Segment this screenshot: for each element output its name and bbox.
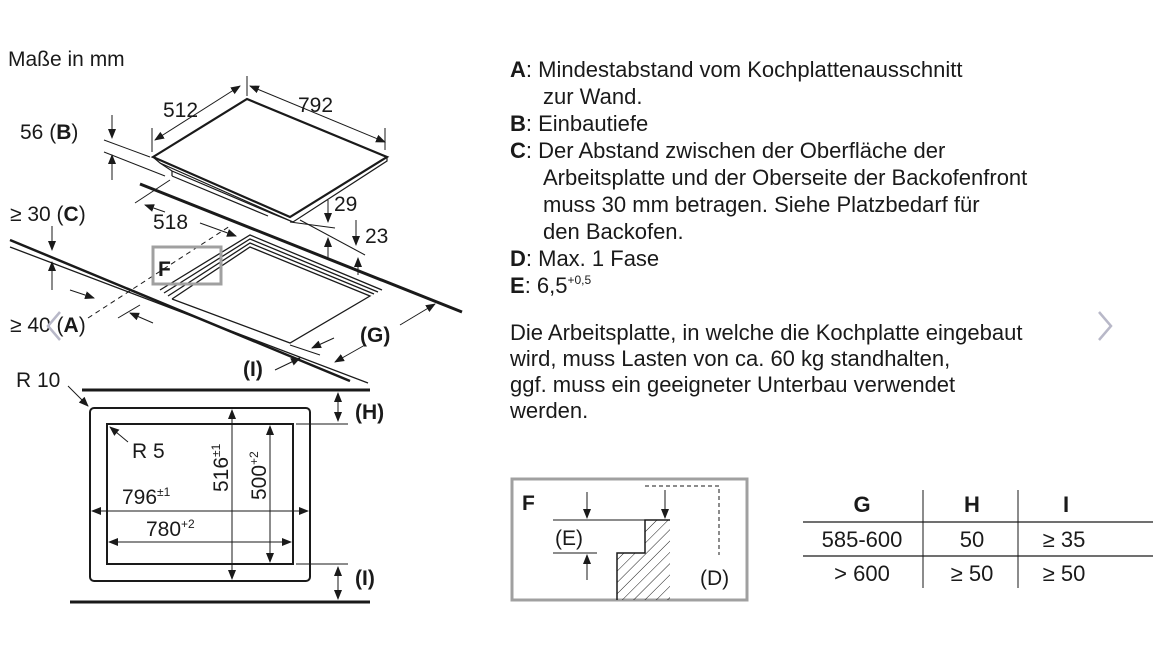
legend-c-cont: Arbeitsplatte und der Oberseite der Back… [543, 165, 1027, 190]
isometric-hob-drawing [9, 76, 463, 384]
height-500: 500+2 [247, 451, 271, 500]
plan-cutout-drawing [67, 385, 370, 604]
table-cell: ≥ 50 [951, 561, 994, 586]
chevron-left-icon [46, 311, 61, 341]
next-image-button[interactable] [1093, 308, 1117, 344]
table-header-h: H [964, 492, 980, 517]
detail-f-marker [151, 245, 223, 286]
dim-i-plan: (I) [355, 567, 375, 590]
legend-a: A: Mindestabstand vom Kochplattenausschn… [510, 57, 962, 82]
legend-e: E: 6,5+0,5 [510, 273, 592, 298]
detail-f-title: F [522, 492, 535, 515]
dim-56-b: 56 (B) [20, 121, 78, 144]
dim-30-c: ≥ 30 (C) [10, 203, 86, 226]
dim-i: (I) [243, 358, 263, 381]
note-line: ggf. muss ein geeigneter Unterbau verwen… [510, 372, 955, 397]
table-cell: 50 [960, 527, 984, 552]
countertop-back-edge [139, 182, 463, 314]
detail-f: F (E) (D) [510, 477, 749, 602]
detail-e-label: (E) [555, 527, 583, 550]
width-796: 796±1 [122, 485, 171, 509]
radius-10: R 10 [16, 369, 60, 392]
table-cell: > 600 [834, 561, 890, 586]
dim-792: 792 [298, 94, 333, 117]
isometric-labels: 512 792 56 (B) ≥ 30 (C) 518 29 23 ≥ 40 (… [10, 94, 390, 381]
dim-h: (H) [355, 401, 384, 424]
legend-d: D: Max. 1 Fase [510, 246, 659, 271]
dim-40-a: ≥ 40 (A) [10, 314, 86, 337]
legend-c-cont: den Backofen. [543, 219, 684, 244]
dim-g: (G) [360, 324, 390, 347]
clearance-table: G H I 585-600 50 ≥ 35 > 600 ≥ 50 ≥ 50 [803, 490, 1153, 588]
dim-518: 518 [153, 211, 188, 234]
note-line: Die Arbeitsplatte, in welche die Kochpla… [510, 320, 1022, 345]
detail-d-label: (D) [700, 567, 729, 590]
legend-b: B: Einbautiefe [510, 111, 648, 136]
countertop-front-edge [9, 238, 351, 383]
table-cell: 585-600 [822, 527, 903, 552]
detail-f-label: F [158, 258, 171, 281]
dim-29: 29 [334, 193, 357, 216]
units-title: Maße in mm [8, 48, 125, 71]
table-cell: ≥ 35 [1043, 527, 1086, 552]
legend-c: C: Der Abstand zwischen der Oberfläche d… [510, 138, 945, 163]
legend-c-cont: muss 30 mm betragen. Siehe Platzbedarf f… [543, 192, 980, 217]
height-516: 516±1 [209, 443, 233, 492]
dim-23: 23 [365, 225, 388, 248]
dim-512: 512 [163, 99, 198, 122]
cutout [159, 234, 383, 344]
legend-a-cont: zur Wand. [543, 84, 642, 109]
table-cell: ≥ 50 [1043, 561, 1086, 586]
plan-labels: R 10 R 5 796±1 780+2 516±1 500+2 (H) (I) [16, 369, 384, 590]
note-line: werden. [509, 398, 588, 423]
table-header-i: I [1063, 492, 1069, 517]
note-line: wird, muss Lasten von ca. 60 kg standhal… [509, 346, 950, 371]
radius-5: R 5 [132, 440, 165, 463]
previous-image-button[interactable] [42, 308, 66, 344]
chevron-right-icon [1098, 311, 1113, 341]
legend: A: Mindestabstand vom Kochplattenausschn… [509, 57, 1027, 423]
table-header-g: G [853, 492, 870, 517]
width-780: 780+2 [146, 517, 195, 541]
